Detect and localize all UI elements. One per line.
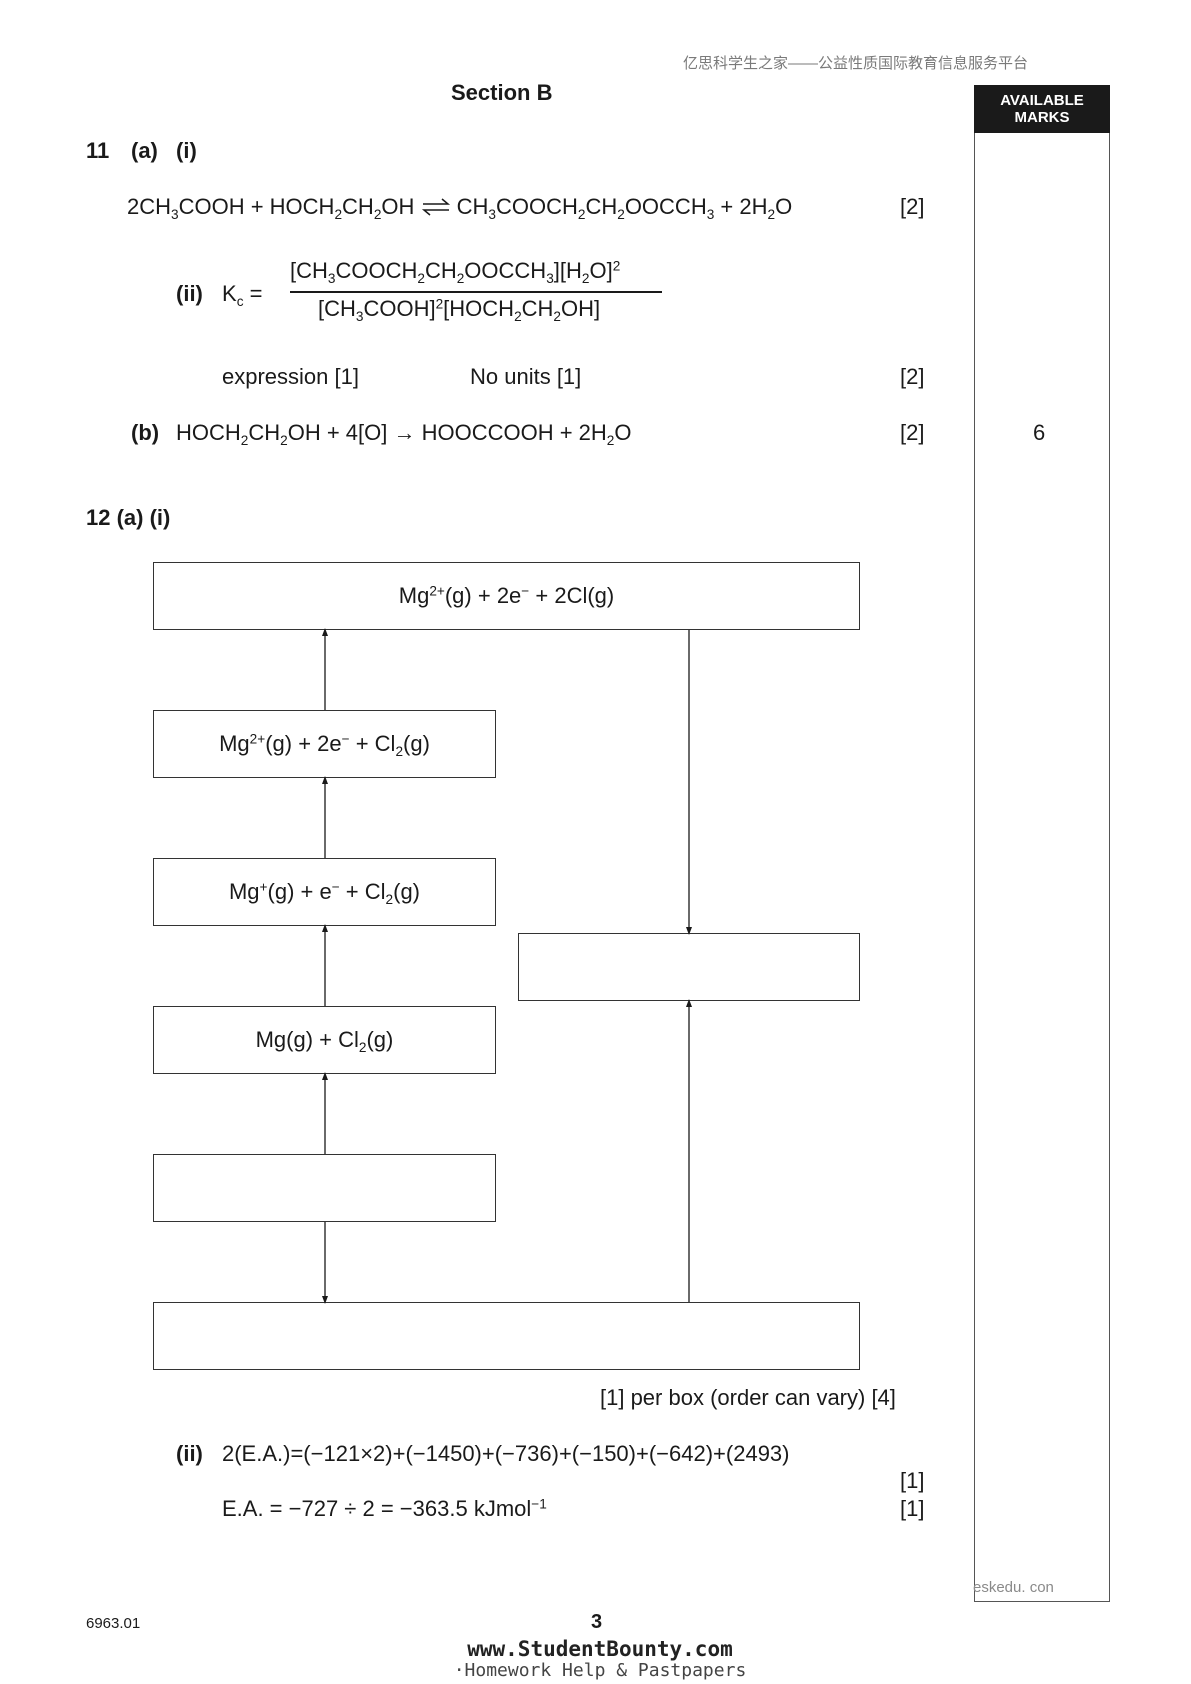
kc-denominator: [CH3COOH]2[HOCH2CH2OH] (318, 296, 601, 324)
cycle-box-mg2-cl2: Mg2+(g) + 2e− + Cl2(g) (153, 710, 496, 778)
q11-number: 11 (86, 138, 110, 163)
q12-ii-result: E.A. = −727 ÷ 2 = −363.5 kJmol−1 (222, 1496, 547, 1521)
q12-ii-label: (ii) (176, 1441, 203, 1466)
cycle-box-text: Mg(g) + Cl2(g) (255, 1027, 394, 1055)
marks-column-heading: AVAILABLE MARKS (974, 85, 1110, 133)
q12-label: 12 (a) (i) (86, 505, 171, 530)
equilibrium-arrows-icon (421, 198, 451, 216)
q12-ii-mark1: [1] (900, 1468, 925, 1493)
cycle-box-blank-bottom (153, 1302, 860, 1370)
logo-line2: ·Homework Help & Pastpapers (453, 1660, 747, 1681)
logo-line1: www.StudentBounty.com (467, 1637, 733, 1661)
q12-per-box-note: [1] per box (order can vary) [4] (600, 1385, 896, 1410)
kc-numerator: [CH3COOCH2CH2OOCCH3][H2O]2 (290, 258, 621, 286)
q11-oxidation-equation: HOCH2CH2OH + 4[O] → HOOCCOOH + 2H2O (176, 420, 632, 448)
header-watermark: 亿思科学生之家——公益性质国际教育信息服务平台 (683, 55, 1029, 72)
q12-ii-mark2: [1] (900, 1496, 925, 1521)
q12-ii-result-text: E.A. = −727 ÷ 2 = −363.5 kJmol (222, 1496, 532, 1521)
q11-subpart-i-label: (i) (176, 138, 197, 163)
corner-watermark: eskedu. con (973, 1579, 1054, 1596)
page-number: 3 (591, 1611, 603, 1633)
q11-b-mark: [2] (900, 420, 925, 445)
q11-part-b-label: (b) (131, 420, 160, 445)
cycle-box-text: Mg+(g) + e− + Cl2(g) (228, 879, 421, 907)
marks-heading-line2: MARKS (1014, 109, 1070, 126)
marks-heading-line1: AVAILABLE (1000, 91, 1084, 109)
section-title: Section B (451, 80, 553, 105)
q11-units-note: No units [1] (470, 364, 582, 389)
q11-subpart-ii-label: (ii) (176, 281, 203, 306)
q12-ii-calculation: 2(E.A.)=(−121×2)+(−1450)+(−736)+(−150)+(… (222, 1441, 790, 1466)
q12-ii-result-exponent: −1 (531, 1496, 547, 1512)
q11-esterification-equation: 2CH3COOH + HOCH2CH2OH CH3COOCH2CH2OOCCH3… (127, 194, 793, 222)
q11-part-a-label: (a) (131, 138, 158, 163)
q11-expression-note: expression [1] (222, 364, 359, 389)
kc-fraction-bar (290, 291, 662, 293)
kc-symbol: Kc = (222, 281, 263, 309)
paper-code: 6963.01 (86, 1615, 141, 1632)
cycle-box-text: Mg2+(g) + 2e− + 2Cl(g) (398, 583, 615, 608)
q11-available-marks: 6 (1033, 420, 1046, 445)
cycle-box-gaseous-ions-atoms: Mg2+(g) + 2e− + 2Cl(g) (153, 562, 860, 630)
studentbounty-logo: www.StudentBounty.com ·Homework Help & P… (440, 1593, 760, 1680)
q11-equation-mark: [2] (900, 194, 925, 219)
q11-ii-mark: [2] (900, 364, 925, 389)
cycle-box-text: Mg2+(g) + 2e− + Cl2(g) (219, 731, 430, 759)
cycle-box-blank-left (153, 1154, 496, 1222)
